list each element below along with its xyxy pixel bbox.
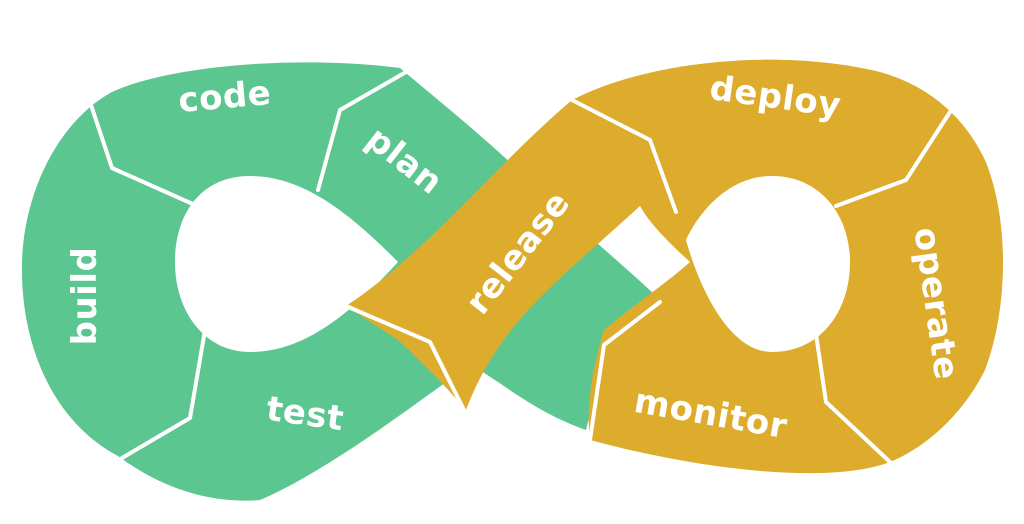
separator-build-test bbox=[120, 328, 207, 460]
separator-monitor-left bbox=[588, 300, 662, 442]
separator-release-left bbox=[344, 304, 466, 412]
separator-release-right bbox=[570, 98, 678, 214]
separator-operate-monitor bbox=[814, 332, 892, 464]
label-code: code bbox=[177, 73, 273, 121]
ops-loop bbox=[346, 59, 1004, 474]
separator-deploy-operate bbox=[834, 110, 952, 208]
separator-build-code bbox=[86, 94, 197, 207]
segment-separators bbox=[86, 70, 952, 464]
label-build: build bbox=[65, 247, 105, 346]
ops-loop-shape bbox=[346, 59, 1004, 474]
separator-code-plan bbox=[316, 70, 408, 192]
